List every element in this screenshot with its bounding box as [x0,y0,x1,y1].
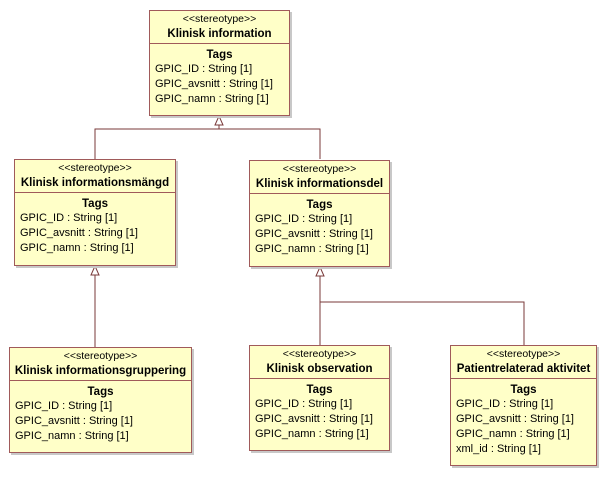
class-patientrelaterad-aktivitet[interactable]: <<stereotype>> Patientrelaterad aktivite… [450,345,597,466]
attribute-gpic-namn: GPIC_namn : String [1] [456,428,570,440]
stereotype-label: <<stereotype>> [282,163,357,175]
class-name: Patientrelaterad aktivitet [456,363,591,375]
class-name: Klinisk information [167,28,272,40]
class-header: <<stereotype>> Klinisk information [150,11,289,44]
generalization-arrowhead-information [214,114,224,126]
attribute-gpic-namn: GPIC_namn : String [1] [155,93,269,105]
attribute-gpic-id: GPIC_ID : String [1] [255,213,353,225]
class-name: Klinisk informationsgruppering [14,365,187,377]
stereotype-label: <<stereotype>> [63,350,138,362]
tags-heading: Tags [87,386,114,398]
class-klinisk-information[interactable]: <<stereotype>> Klinisk information Tags … [149,10,290,116]
class-name: Klinisk observation [266,363,373,375]
tags-heading: Tags [306,384,333,396]
attribute-gpic-avsnitt: GPIC_avsnitt : String [1] [255,413,373,425]
attribute-gpic-id: GPIC_ID : String [1] [20,212,118,224]
generalization-arrowhead-del [315,265,325,277]
attribute-gpic-avsnitt: GPIC_avsnitt : String [1] [456,413,574,425]
class-klinisk-informationsdel[interactable]: <<stereotype>> Klinisk informationsdel T… [249,160,390,267]
class-klinisk-informationsgruppering[interactable]: <<stereotype>> Klinisk informationsgrupp… [9,347,192,453]
attribute-gpic-namn: GPIC_namn : String [1] [255,428,369,440]
attribute-gpic-id: GPIC_ID : String [1] [255,398,353,410]
attribute-gpic-avsnitt: GPIC_avsnitt : String [1] [20,227,138,239]
class-header: <<stereotype>> Klinisk observation [250,346,389,379]
attribute-gpic-namn: GPIC_namn : String [1] [15,430,129,442]
attribute-gpic-avsnitt: GPIC_avsnitt : String [1] [255,228,373,240]
attribute-xml-id: xml_id : String [1] [456,443,541,455]
class-name: Klinisk informationsdel [255,178,384,190]
class-name: Klinisk informationsmängd [20,177,170,189]
generalization-line-aktivitet-to-del [320,301,525,345]
class-klinisk-observation[interactable]: <<stereotype>> Klinisk observation Tags … [249,345,390,451]
generalization-line-mangd-to-information [94,125,220,159]
attribute-gpic-id: GPIC_ID : String [1] [15,400,113,412]
stereotype-label: <<stereotype>> [486,348,561,360]
class-header: <<stereotype>> Klinisk informationsdel [250,161,389,194]
attribute-gpic-avsnitt: GPIC_avsnitt : String [1] [155,78,273,90]
stereotype-label: <<stereotype>> [58,162,132,174]
attribute-gpic-id: GPIC_ID : String [1] [456,398,554,410]
stereotype-label: <<stereotype>> [182,13,257,25]
attribute-gpic-avsnitt: GPIC_avsnitt : String [1] [15,415,133,427]
class-header: <<stereotype>> Klinisk informationsmängd [15,160,175,193]
tags-heading: Tags [82,198,108,210]
tags-heading: Tags [510,384,537,396]
tags-heading: Tags [206,49,233,61]
class-header: <<stereotype>> Klinisk informationsgrupp… [10,348,191,381]
attribute-gpic-id: GPIC_ID : String [1] [155,63,253,75]
tags-heading: Tags [306,199,333,211]
generalization-arrowhead-mangd [90,264,100,276]
stereotype-label: <<stereotype>> [282,348,357,360]
class-header: <<stereotype>> Patientrelaterad aktivite… [451,346,596,379]
attribute-gpic-namn: GPIC_namn : String [1] [20,242,134,254]
attribute-gpic-namn: GPIC_namn : String [1] [255,243,369,255]
generalization-line-del-to-information [219,128,321,159]
class-klinisk-informationsmangd[interactable]: <<stereotype>> Klinisk informationsmängd… [14,159,176,266]
